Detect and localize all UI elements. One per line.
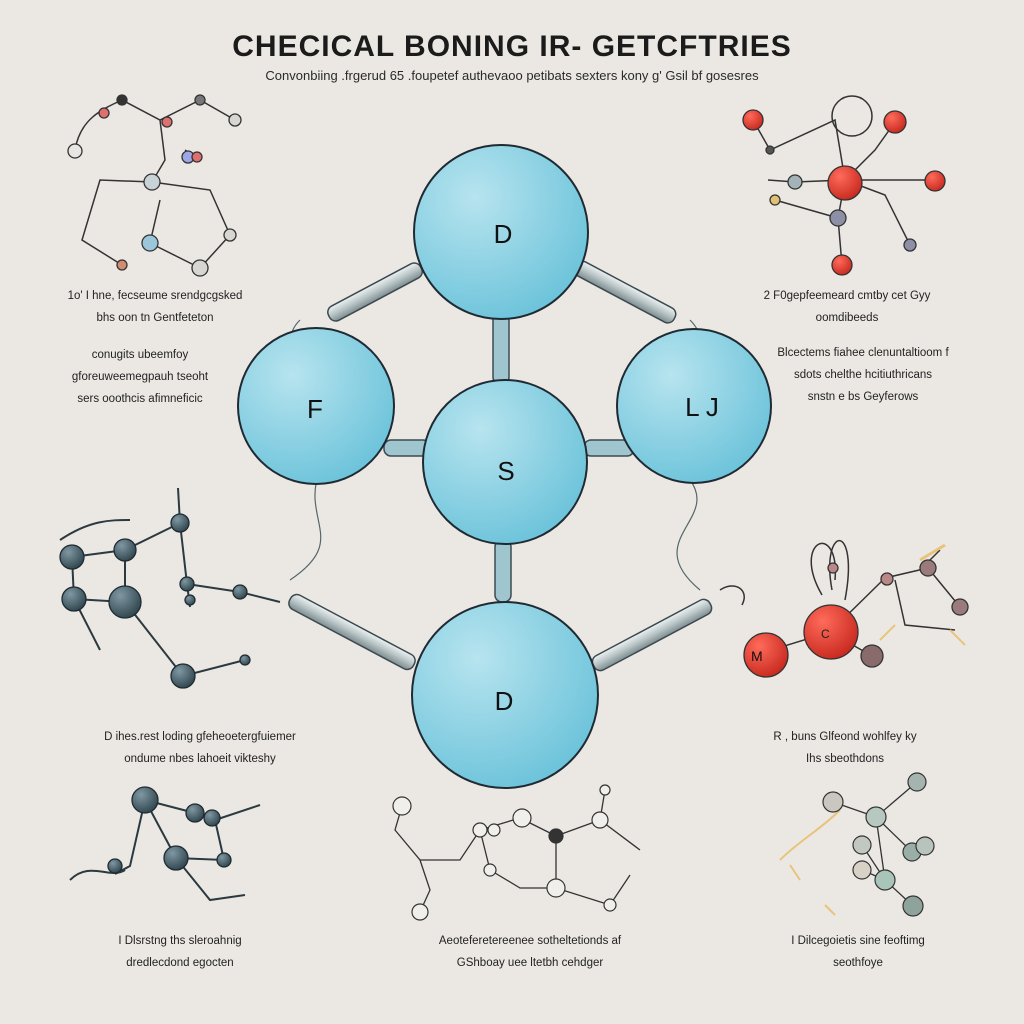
- atom-label-left: F: [307, 394, 323, 424]
- bond-connector-top: [492, 311, 510, 385]
- caption-line: Blcectems fiahee clenuntaltioom f: [777, 347, 949, 359]
- central-bonds: [288, 260, 713, 672]
- caption-line: sdots chelthe hcitiuthricans: [793, 369, 933, 381]
- red-atom-m-label: M: [751, 648, 763, 664]
- molecule-top-left: [67, 94, 242, 277]
- molecule-bottom-right: [779, 772, 935, 917]
- caption-line: GShboay uee ltetbh cehdger: [456, 957, 604, 969]
- atom-label-right: L J: [685, 392, 719, 422]
- caption-line: sers ooothcis afimneficic: [77, 393, 203, 405]
- caption-left-lower: D ihes.rest loding gfeheoetergfuiemer on…: [80, 726, 320, 770]
- caption-line: 1o' I hne, fecseume srendgcgsked: [67, 290, 243, 302]
- atom-center: [422, 379, 588, 545]
- bond-tube-top-right: [573, 260, 677, 324]
- caption-left-mid: conugits ubeemfoy gforeuweemegpauh tseoh…: [45, 344, 235, 410]
- molecule-left-lower: [59, 487, 281, 689]
- caption-line: seothfoye: [833, 957, 883, 969]
- red-atom-c: [803, 604, 859, 660]
- atom-left: [237, 327, 395, 485]
- molecule-bottom-middle: [392, 784, 641, 921]
- molecule-right-lower: [719, 539, 969, 678]
- atom-label-center: S: [497, 456, 514, 486]
- bond-connector-bottom: [494, 539, 512, 603]
- central-atom-labels: D F S L J D: [307, 219, 719, 716]
- caption-line: snstn e bs Geyferows: [807, 391, 919, 403]
- caption-line: Aeoteferetereenee sotheltetionds af: [438, 935, 622, 947]
- caption-line: R , buns Glfeond wohlfey ky: [773, 731, 917, 743]
- bond-tube-bottom-right: [591, 598, 713, 672]
- caption-line: Ihs sbeothdons: [805, 753, 884, 765]
- caption-line: oomdibeeds: [815, 312, 879, 324]
- caption-right-top: 2 F0gepfeemeard cmtby cet Gyy oomdibeeds: [742, 285, 952, 329]
- caption-line: D ihes.rest loding gfeheoetergfuiemer: [104, 731, 296, 743]
- caption-left-top: 1o' I hne, fecseume srendgcgsked bhs oon…: [60, 285, 250, 329]
- caption-bottom-left: I Dlsrstng ths sleroahnig dredlecdond eg…: [80, 930, 280, 974]
- caption-line: I Dlsrstng ths sleroahnig: [118, 935, 242, 947]
- atom-label-bottom: D: [495, 686, 514, 716]
- caption-line: ondume nbes lahoeit vikteshy: [124, 753, 276, 765]
- red-atom-c-label: C: [821, 627, 830, 641]
- central-atoms: [237, 144, 772, 789]
- atom-label-top: D: [494, 219, 513, 249]
- caption-bottom-mid: Aeoteferetereenee sotheltetionds af GShb…: [410, 930, 650, 974]
- caption-right-lower: R , buns Glfeond wohlfey ky Ihs sbeothdo…: [740, 726, 950, 770]
- atom-top: [413, 144, 589, 320]
- caption-line: bhs oon tn Gentfeteton: [96, 312, 214, 324]
- caption-right-mid: Blcectems fiahee clenuntaltioom f sdots …: [758, 342, 968, 408]
- bond-tube-bottom-left: [288, 593, 416, 671]
- atom-bottom: [411, 601, 599, 789]
- caption-line: dredlecdond egocten: [126, 957, 234, 969]
- page-title: CHECICAL BONING IR- GETCFTRIES: [232, 30, 792, 63]
- caption-line: gforeuweemegpauh tseoht: [71, 371, 209, 383]
- red-atom-m: [743, 632, 789, 678]
- page-subtitle: Convonbiing .frgerud 65 .foupetef authev…: [265, 68, 759, 83]
- caption-bottom-right: I Dilcegoietis sine feoftimg seothfoye: [758, 930, 958, 974]
- molecule-top-right: [742, 95, 946, 276]
- molecule-bottom-left: [69, 786, 261, 902]
- caption-line: I Dilcegoietis sine feoftimg: [791, 935, 925, 947]
- bond-tube-top-left: [327, 262, 423, 322]
- atom-right: [616, 328, 772, 484]
- caption-line: 2 F0gepfeemeard cmtby cet Gyy: [763, 290, 931, 302]
- caption-line: conugits ubeemfoy: [91, 349, 189, 361]
